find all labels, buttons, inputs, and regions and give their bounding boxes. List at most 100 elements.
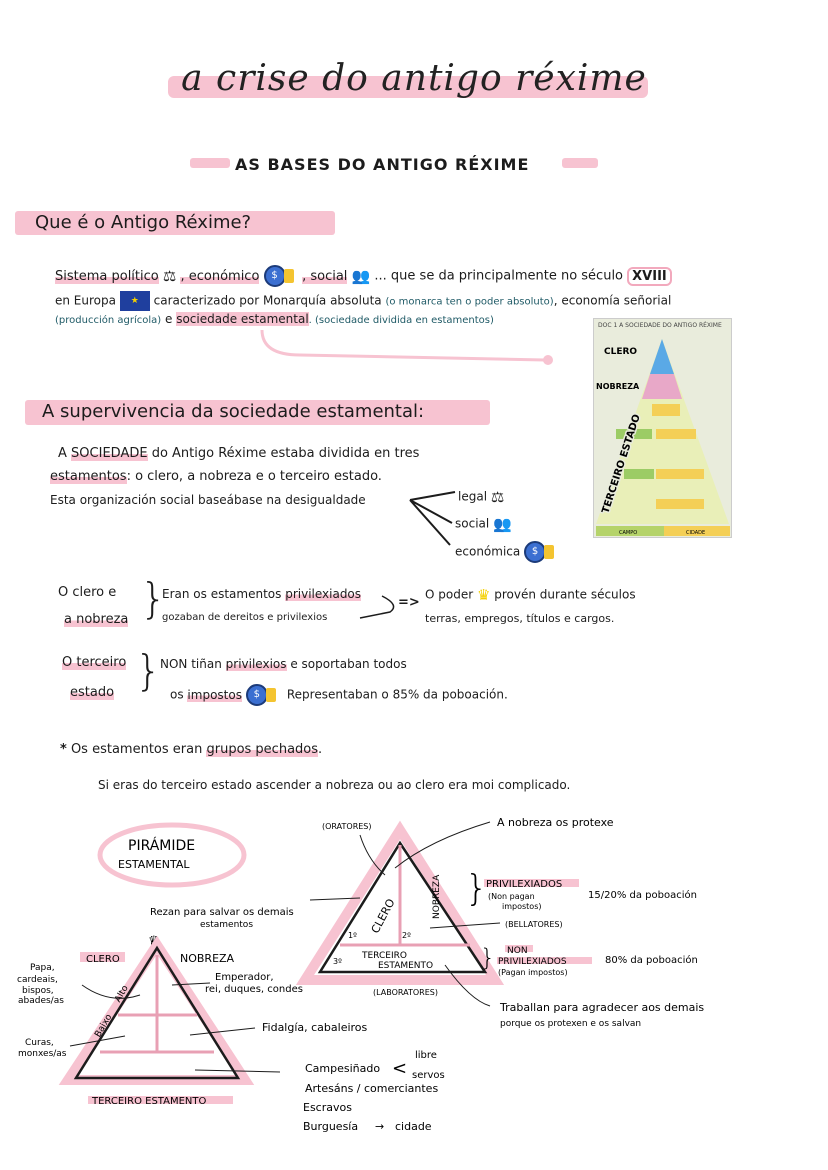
doc-footer-cidade: CIDADE (686, 530, 705, 536)
text: , económico (180, 268, 260, 284)
fork-symbol: < (392, 1058, 407, 1079)
alto-member: bispos, (22, 986, 54, 996)
eu-flag-icon: ★ (119, 291, 150, 311)
nobility-protects: A nobreza os protexe (497, 816, 614, 829)
top-note-2: estamentos (200, 920, 253, 930)
text: legal (458, 489, 488, 504)
baixo-member: Curas, (25, 1038, 54, 1048)
arrow: → (375, 1120, 384, 1133)
q2-line1: A SOCIEDADE do Antigo Réxime estaba divi… (58, 446, 419, 461)
campesinado: Campesiñado (305, 1062, 380, 1075)
highlight-text: SOCIEDADE (71, 446, 148, 461)
highlight-text: privilexios (225, 657, 287, 671)
priv-right-2: gozaban de dereitos e privilexios (162, 612, 328, 623)
highlight-text: sociedade estamental (176, 312, 309, 326)
cloud-text-1: PIRÁMIDE (128, 837, 195, 854)
cloud-shape (97, 822, 247, 888)
label-nobreza: NOBREZA (180, 952, 235, 965)
label-baixo: Baixo (93, 1012, 114, 1039)
highlight-text: impostos (187, 687, 242, 702)
text: NON tiñan (160, 657, 222, 671)
doc-title: DOC 1 A SOCIEDADE DO ANTIGO RÉXIME (598, 322, 722, 329)
brace: } (480, 944, 495, 972)
rank-3: 3º (333, 957, 342, 966)
title-highlight (168, 76, 648, 98)
alto-member: Papa, (30, 963, 55, 973)
third-left-1: O terceiro (62, 655, 127, 670)
nonpriv-title: NON (507, 946, 528, 956)
base-label: TERCEIRO ESTAMENTO (91, 1096, 206, 1107)
century-badge: XVIII (627, 266, 672, 286)
rank-2: 2º (402, 931, 411, 940)
baixo-member: monxes/as (18, 1049, 67, 1059)
result-1: O poder ♛ provén durante séculos (425, 586, 636, 604)
label-clero: CLERO (369, 896, 398, 935)
third-line-2: os impostos $ Representaban o 85% da pob… (170, 684, 508, 706)
q1-line3: (producción agrícola) e sociedade estame… (55, 312, 494, 326)
crown-icon: ♛ (476, 586, 491, 604)
third-line-1: NON tiñan privilexios e soportaban todos (160, 657, 407, 671)
doc-pyramid: CLERO NOBREZA TERCEIRO ESTADO CAMPO CIDA… (596, 339, 730, 536)
text: : o clero, a nobreza e o terceiro estado… (126, 469, 382, 484)
nobility-high: rei, duques, condes (205, 984, 303, 995)
doc-label-clero: CLERO (604, 347, 637, 357)
text: Sistema político (55, 268, 159, 284)
alto-member: cardeais, (17, 975, 58, 985)
nonpriv-sub: (Pagan impostos) (498, 968, 568, 977)
q1-line1: Sistema político ⚖ , económico $ , socia… (55, 265, 672, 287)
doc-footer-campo: CAMPO (619, 530, 637, 536)
text: provén durante séculos (494, 587, 636, 602)
doc-label-nobreza: NOBREZA (596, 382, 640, 391)
q2-bar (25, 400, 490, 425)
text: e (164, 312, 173, 326)
q2-line3: Esta organización social baseábase na de… (50, 493, 366, 507)
people-icon: 👥 (351, 267, 371, 285)
nobility-high: Emperador, (215, 972, 274, 983)
coins-icon: $ (524, 541, 555, 563)
priv-left-2: a nobreza (64, 612, 129, 627)
text: A (58, 446, 67, 461)
q1-heading: Que é o Antigo Réxime? (35, 212, 252, 233)
scales-icon: ⚖ (162, 267, 177, 285)
q1-line2: en Europa ★ caracterizado por Monarquía … (55, 291, 671, 311)
priv-sub: impostos) (502, 902, 541, 911)
cloud-text-2: ESTAMENTAL (118, 858, 190, 871)
nobility-low: Fidalgía, cabaleiros (262, 1021, 368, 1034)
third-left-2: estado (70, 685, 115, 700)
text: do Antigo Réxime estaba dividida en tres (151, 446, 420, 461)
nonpriv-pct: 80% da poboación (605, 954, 698, 966)
text: O terceiro (62, 655, 127, 670)
highlight-text: privilexiados (285, 587, 362, 601)
coins-icon: $ (245, 684, 276, 706)
text: . (318, 742, 323, 757)
label-clero: CLERO (86, 954, 120, 965)
page-title: a crise do antigo réxime (181, 58, 647, 99)
text: ... que se da principalmente no século (374, 268, 624, 284)
asterisk: * (60, 742, 67, 757)
priv-sub: (Non pagan (488, 892, 535, 901)
header-bar-right (562, 158, 598, 168)
highlight-text: grupos pechados (206, 742, 319, 757)
coins-icon: $ (263, 265, 294, 287)
text: os (170, 687, 184, 702)
note-line-1: * Os estamentos eran grupos pechados. (60, 742, 322, 757)
text: caracterizado por Monarquía absoluta (153, 293, 382, 308)
burguesia: Burguesía (303, 1120, 358, 1133)
branch-social: social 👥 (455, 515, 512, 533)
text: Representaban o 85% da poboación. (286, 687, 508, 702)
priv-title: PRIVILEXIADOS (486, 879, 562, 890)
section-header: AS BASES DO ANTIGO RÉXIME (235, 155, 530, 174)
work-line-1: Traballan para agradecer aos demais (499, 1001, 704, 1014)
rank-1: 1º (348, 931, 357, 940)
artesans: Artesáns / comerciantes (305, 1082, 438, 1095)
pyramid-2: (ORATORES) CLERO NOBREZA 1º 2º 3º TERCEI… (295, 816, 704, 1029)
note: (o monarca ten o poder absoluto) (385, 296, 554, 308)
text: Eran os estamentos (162, 587, 282, 601)
text: , social (302, 268, 348, 284)
branch-economica: económica $ (455, 541, 555, 563)
oratores: (ORATORES) (322, 822, 372, 831)
text: e soportaban todos (290, 657, 407, 671)
note-line-2: Si eras do terceiro estado ascender a no… (98, 778, 571, 792)
priv-right-1: Eran os estamentos privilexiados (162, 587, 362, 601)
